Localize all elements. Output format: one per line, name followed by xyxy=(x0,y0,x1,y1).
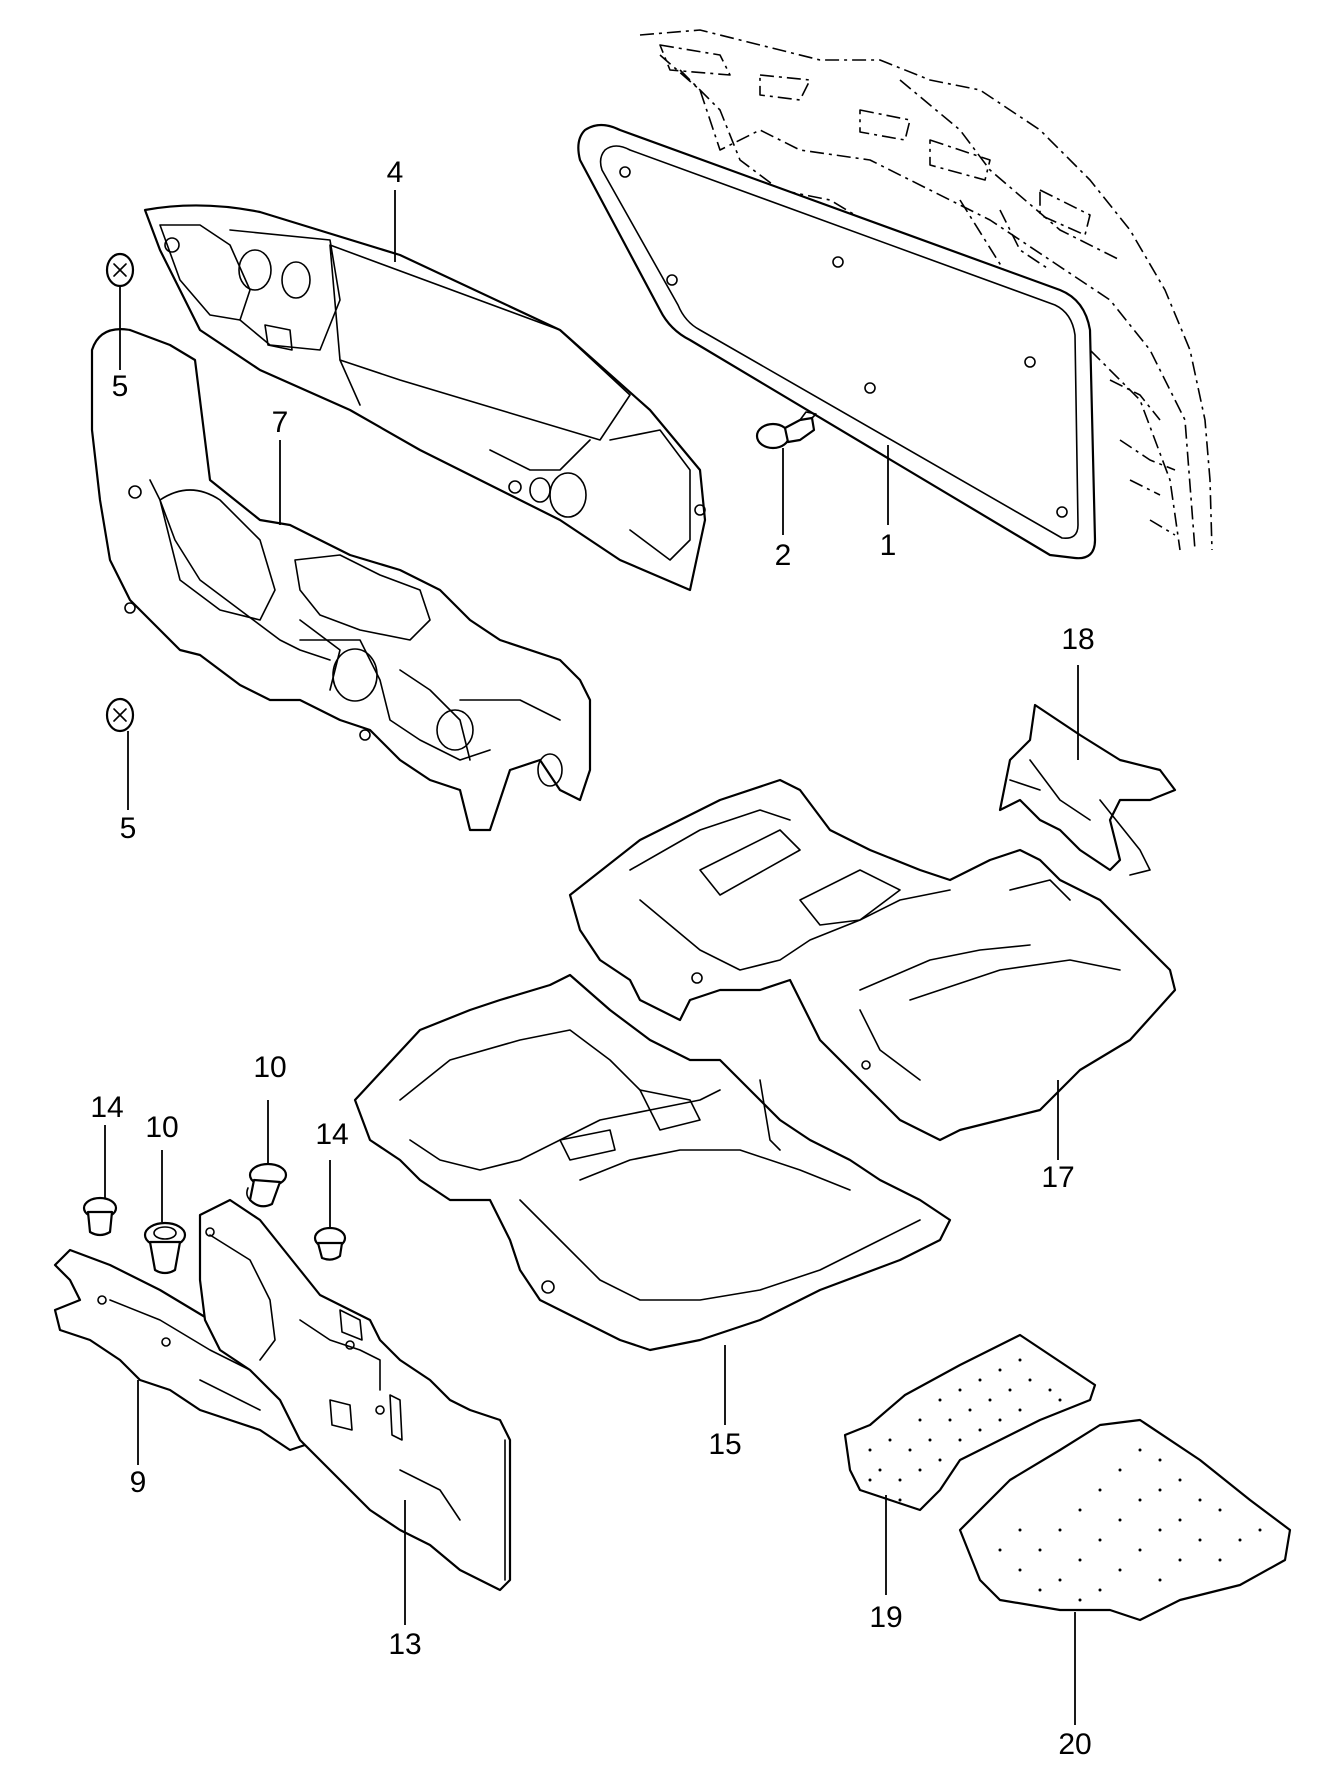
callout-2: 2 xyxy=(774,539,792,572)
callout-17: 17 xyxy=(1041,1161,1075,1194)
callout-13: 13 xyxy=(388,1628,422,1661)
callout-4: 4 xyxy=(386,156,404,189)
part-5-fastener-lower xyxy=(105,697,135,733)
part-19-perforations xyxy=(868,1358,1062,1502)
part-19-mat xyxy=(843,1333,1097,1512)
part-4-insulation-panel xyxy=(143,204,707,592)
part-10-stud-upper xyxy=(246,1162,288,1208)
callout-5-upper: 5 xyxy=(111,370,129,403)
part-14-plug-right xyxy=(313,1226,347,1261)
leader-lines xyxy=(104,190,1079,1725)
part-10-stud-lower xyxy=(143,1221,187,1275)
callout-1: 1 xyxy=(879,529,897,562)
part-18-rear-piece xyxy=(998,703,1177,876)
callout-15: 15 xyxy=(708,1428,742,1461)
callout-18: 18 xyxy=(1061,623,1095,656)
callout-10-lower: 10 xyxy=(145,1111,179,1144)
part-20-mat xyxy=(958,1418,1292,1622)
part-5-fastener-upper xyxy=(105,252,135,288)
callout-9: 9 xyxy=(129,1466,147,1499)
callout-14-right: 14 xyxy=(315,1118,349,1151)
part-15-front-carpet xyxy=(353,973,952,1352)
part-14-plug-left xyxy=(82,1196,118,1237)
callout-19: 19 xyxy=(869,1601,903,1634)
callout-5-lower: 5 xyxy=(119,812,137,845)
part-7-insulation-panel xyxy=(90,328,592,832)
part-9-insulation-strip xyxy=(53,1248,332,1452)
part-20-perforations xyxy=(998,1448,1262,1602)
callout-10-upper: 10 xyxy=(253,1051,287,1084)
callout-7: 7 xyxy=(271,406,289,439)
callout-20: 20 xyxy=(1058,1728,1092,1761)
part-1-seal-frame xyxy=(577,123,1097,560)
part-2-clip xyxy=(755,411,817,450)
part-17-rear-carpet xyxy=(568,778,1177,1142)
part-13-side-panel xyxy=(198,1198,512,1592)
callout-14-left: 14 xyxy=(90,1091,124,1124)
